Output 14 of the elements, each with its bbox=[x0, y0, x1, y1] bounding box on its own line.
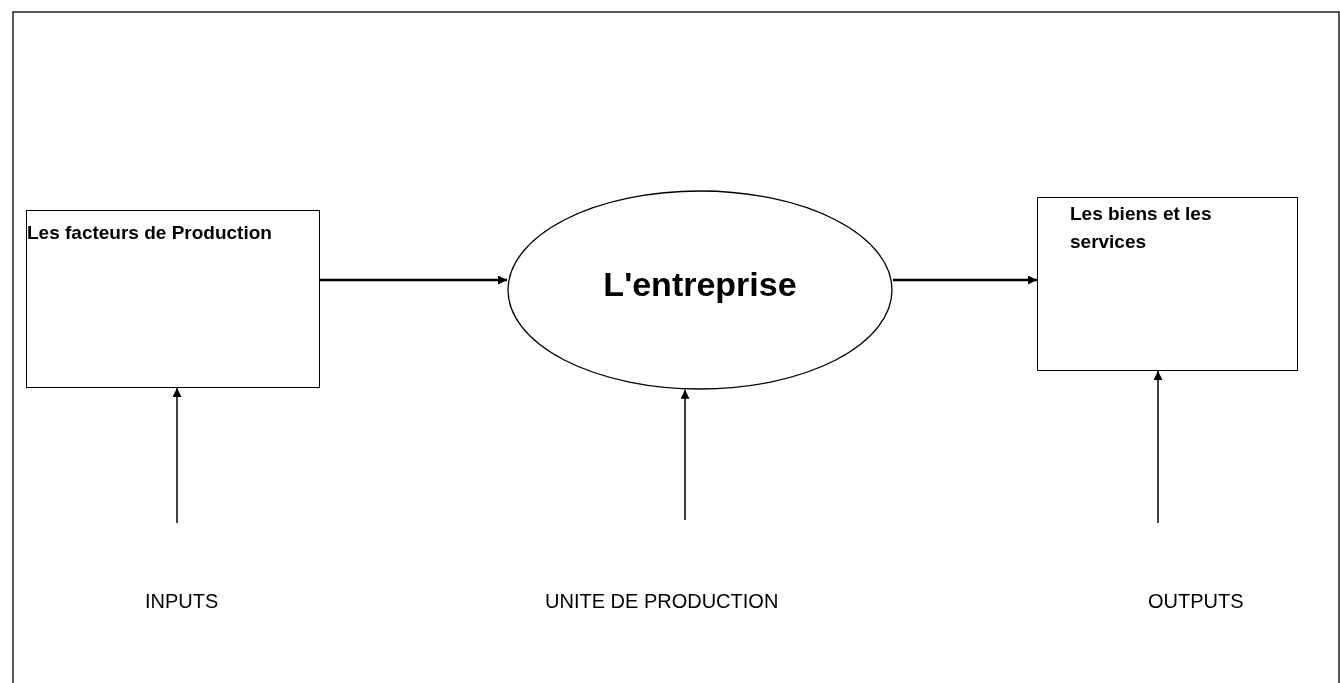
arrow bbox=[680, 388, 690, 521]
ellipse-node bbox=[507, 190, 893, 390]
arrow bbox=[1153, 370, 1163, 524]
caption-label: INPUTS bbox=[145, 590, 219, 613]
process-box bbox=[1037, 197, 1298, 371]
arrow bbox=[172, 387, 182, 524]
node-text: Les biens et les services bbox=[1070, 202, 1213, 254]
caption-label: OUTPUTS bbox=[1148, 590, 1244, 613]
caption-label: UNITE DE PRODUCTION bbox=[545, 590, 779, 613]
node-text: L'entreprise bbox=[602, 264, 798, 306]
arrow bbox=[320, 275, 507, 285]
arrow bbox=[893, 275, 1037, 285]
process-box bbox=[26, 210, 320, 388]
node-text: Les facteurs de Production bbox=[27, 221, 273, 245]
